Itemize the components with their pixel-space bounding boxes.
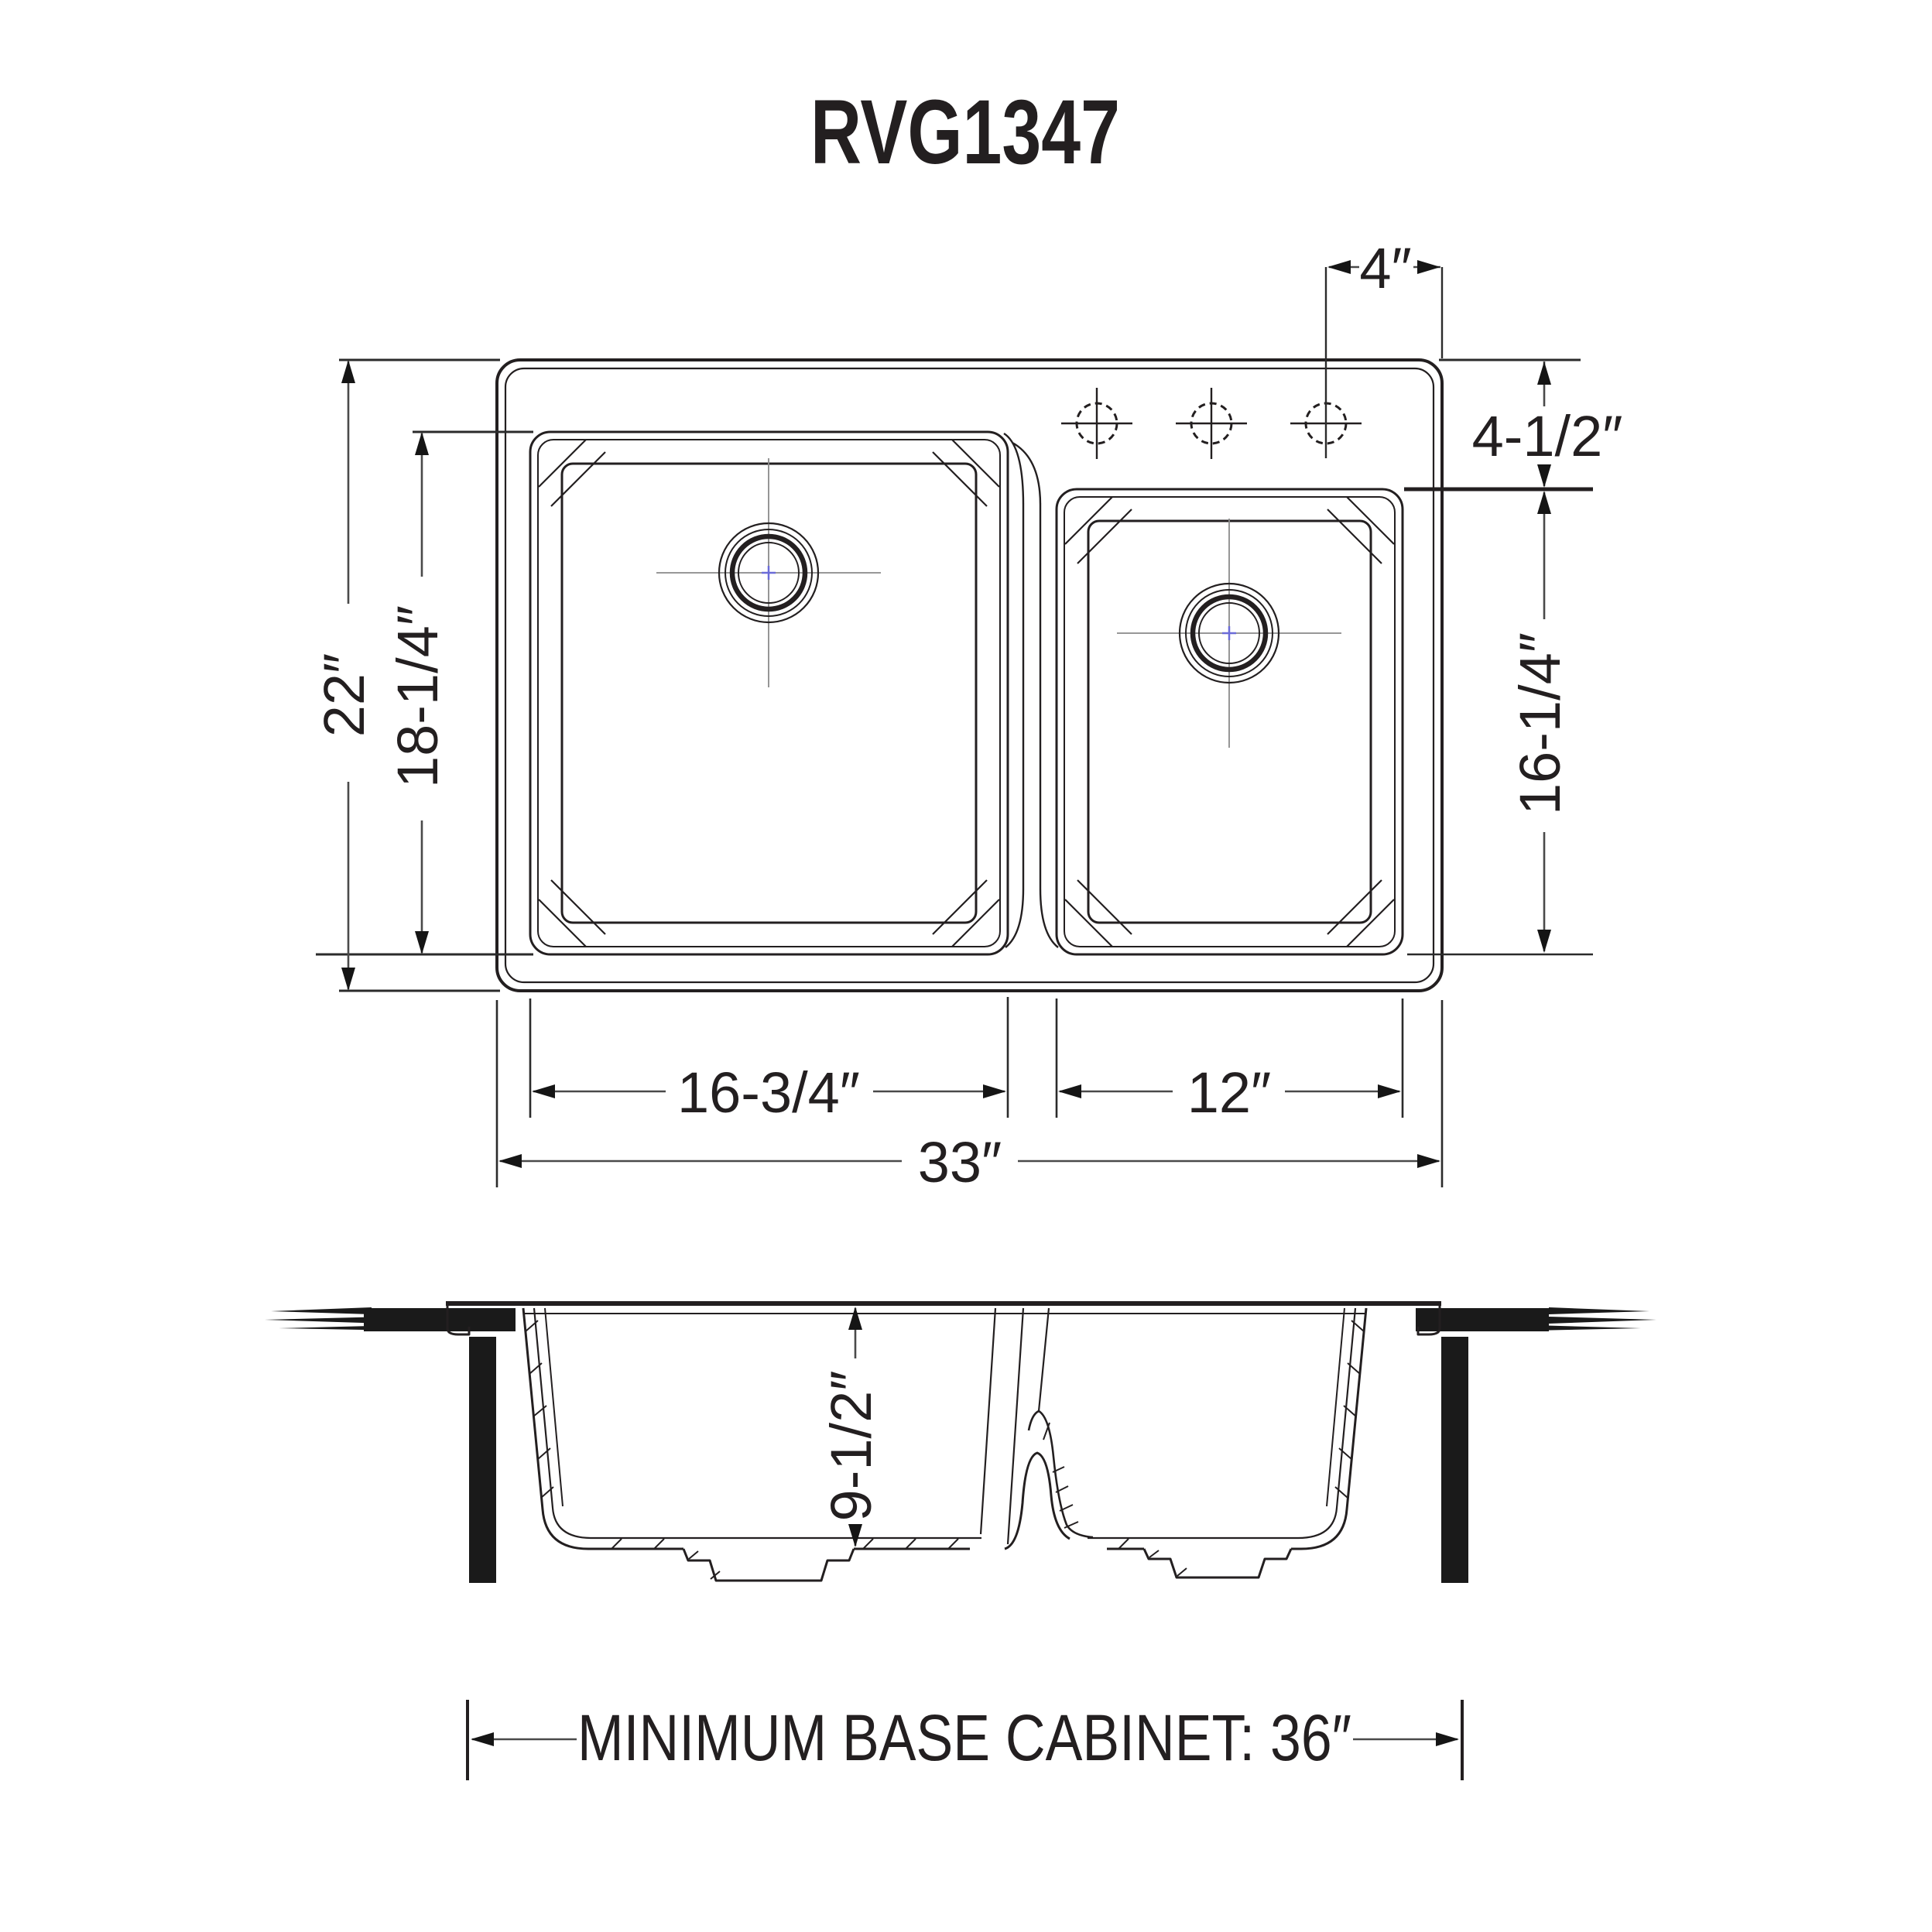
faucet-hole-icon-1 — [1061, 388, 1132, 459]
countertop-left — [265, 1307, 516, 1331]
sink-outline — [495, 358, 1444, 992]
sink-section — [446, 1301, 1441, 1550]
dim-hole-spacing: 4″ — [1327, 236, 1440, 300]
base-cabinet-label: MINIMUM BASE CABINET: 36″ — [577, 1701, 1351, 1774]
large-bowl — [529, 430, 1009, 956]
drain-center-mark — [1222, 626, 1236, 640]
drain-icon-small — [1117, 519, 1341, 748]
countertop-right — [1416, 1307, 1656, 1331]
dim-base-cabinet: MINIMUM BASE CABINET: 36″ — [466, 1700, 1464, 1780]
large-bowl-width-label: 16-3/4″ — [677, 1060, 860, 1125]
large-bowl-depth-label: 18-1/4″ — [385, 605, 450, 788]
cabinet-wall-right — [1441, 1337, 1468, 1583]
overall-depth-label: 22″ — [312, 653, 376, 738]
model-number: RVG1347 — [810, 81, 1120, 183]
dim-small-bowl-width: 12″ — [1058, 1060, 1401, 1125]
divider-hatch — [1043, 1422, 1079, 1529]
divider-projection-lines — [979, 1307, 1050, 1545]
overall-width-label: 33″ — [918, 1130, 1002, 1194]
drain-icon-large — [656, 458, 881, 687]
dim-deck-setback: 4-1/2″ — [1472, 361, 1623, 488]
bowl-depth-label: 9-1/2″ — [819, 1371, 883, 1522]
divider-section — [979, 1307, 1094, 1550]
rim-lip-left — [446, 1306, 471, 1336]
cabinet-wall-left — [469, 1337, 496, 1583]
top-view: 22″ 18-1/4″ 4″ 4-1/2″ 16-1/4″ — [312, 236, 1622, 1194]
rim-lip-right — [1416, 1306, 1441, 1336]
hole-spacing-label: 4″ — [1359, 236, 1411, 300]
dim-large-bowl-width: 16-3/4″ — [532, 1060, 1006, 1125]
drain-boss-large — [682, 1548, 855, 1582]
deck-setback-label: 4-1/2″ — [1472, 404, 1623, 468]
wall-hatch — [525, 1320, 1365, 1550]
small-bowl-depth-label: 16-1/4″ — [1508, 632, 1572, 815]
bowl-divider — [1003, 432, 1059, 948]
large-bowl-corner-bevels — [538, 439, 1000, 947]
dim-overall-width: 33″ — [498, 1130, 1440, 1194]
dim-small-bowl-depth: 16-1/4″ — [1508, 491, 1572, 953]
faucet-hole-icon-2 — [1176, 388, 1247, 459]
small-bowl-width-label: 12″ — [1187, 1060, 1272, 1125]
drain-center-mark — [762, 566, 776, 580]
drain-boss-small — [1142, 1548, 1293, 1579]
dim-overall-depth: 22″ — [312, 360, 376, 991]
dim-bowl-depth: 9-1/2″ — [819, 1307, 883, 1547]
extension-lines — [316, 267, 1593, 1187]
dim-large-bowl-depth: 18-1/4″ — [385, 432, 450, 954]
small-bowl-corner-bevels — [1064, 496, 1395, 947]
side-view: 9-1/2″ — [265, 1301, 1656, 1583]
